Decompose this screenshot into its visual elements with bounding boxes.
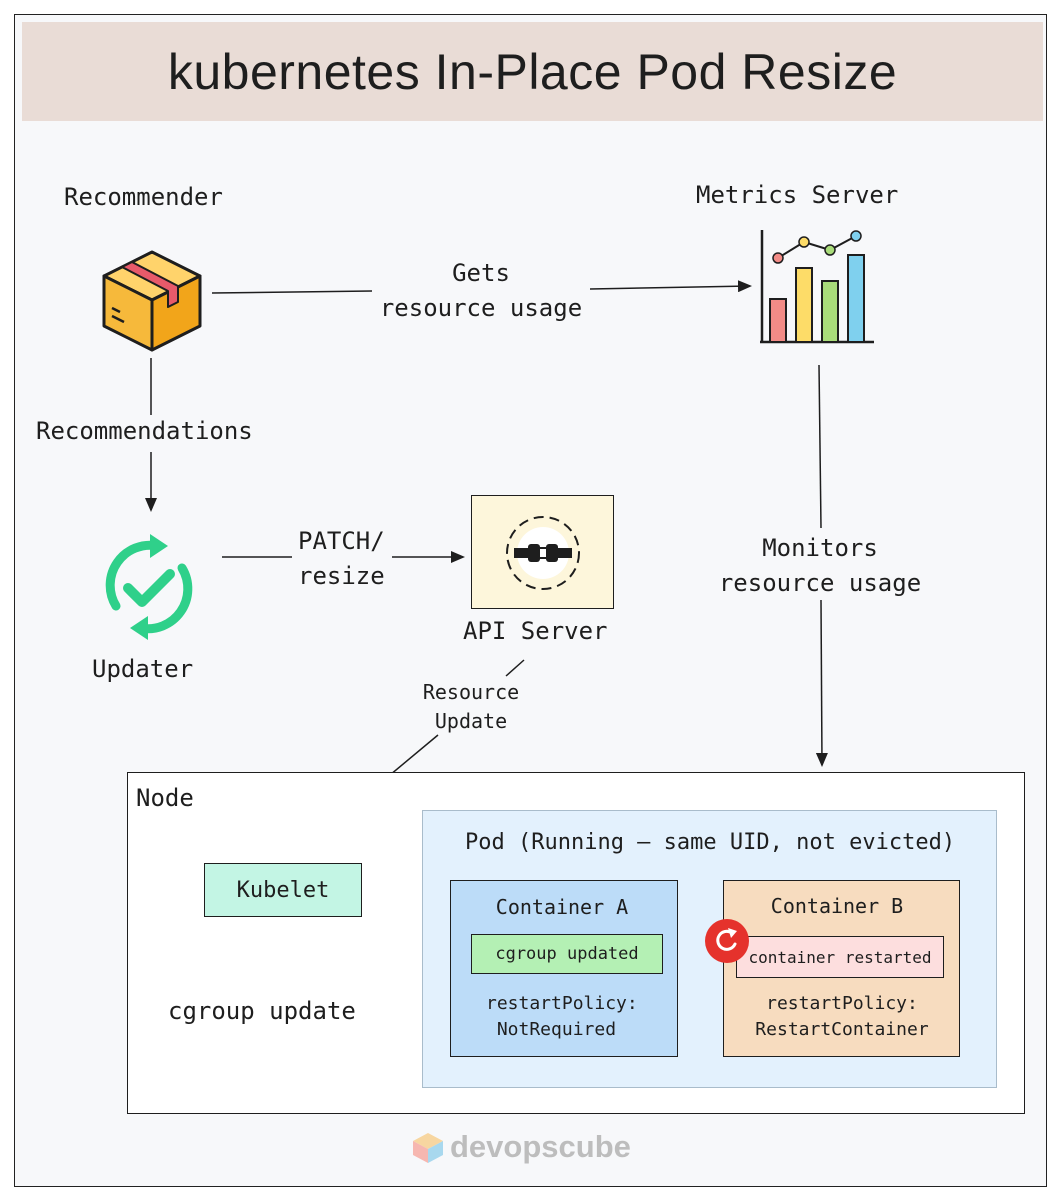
package-box-icon bbox=[102, 250, 202, 352]
recommender-label: Recommender bbox=[64, 183, 223, 211]
edge-gets-resource-usage bbox=[211, 290, 373, 294]
devopscube-logo-icon bbox=[413, 1133, 443, 1163]
title-bar: kubernetes In-Place Pod Resize bbox=[22, 22, 1043, 121]
pod-label: Pod (Running – same UID, not evicted) bbox=[465, 830, 956, 855]
gets-resource-usage-label: Gets resource usage bbox=[379, 259, 583, 322]
cgroup-updated-badge: cgroup updated bbox=[471, 934, 663, 974]
updater-label: Updater bbox=[92, 655, 194, 683]
cgroup-update-label: cgroup update bbox=[168, 997, 356, 1025]
monitors-resource-usage-label: Monitors resource usage bbox=[718, 534, 922, 597]
container-restarted-text: container restarted bbox=[748, 947, 932, 967]
kubelet-box: Kubelet bbox=[204, 863, 362, 917]
edge-gets-resource-usage-head bbox=[589, 280, 752, 293]
container-b-policy: restartPolicy: RestartContainer bbox=[755, 993, 929, 1041]
metrics-server-label: Metrics Server bbox=[696, 181, 899, 209]
api-server-box bbox=[471, 495, 614, 609]
container-restarted-badge: container restarted bbox=[736, 936, 944, 978]
page-title: kubernetes In-Place Pod Resize bbox=[167, 43, 898, 100]
gear-plug-icon bbox=[506, 516, 580, 590]
sync-check-icon bbox=[105, 534, 193, 640]
edge-monitors-bottom bbox=[815, 599, 828, 767]
kubelet-label: Kubelet bbox=[236, 877, 330, 903]
edge-monitors-top bbox=[818, 364, 822, 529]
brand-name: devopscube bbox=[450, 1129, 631, 1164]
edge-resource-update-top bbox=[505, 659, 525, 677]
restart-icon bbox=[705, 919, 749, 963]
bar-chart-icon bbox=[760, 230, 874, 344]
api-server-label: API Server bbox=[463, 617, 608, 645]
patch-resize-label: PATCH/ resize bbox=[298, 527, 385, 590]
container-a-title: Container A bbox=[495, 895, 629, 919]
cgroup-updated-text: cgroup updated bbox=[495, 944, 639, 964]
resource-update-label: Resource Update bbox=[422, 680, 520, 733]
container-a-policy: restartPolicy: NotRequired bbox=[486, 993, 638, 1041]
container-b-title: Container B bbox=[770, 894, 904, 918]
node-label: Node bbox=[136, 784, 194, 812]
recommendations-label: Recommendations bbox=[36, 417, 253, 445]
